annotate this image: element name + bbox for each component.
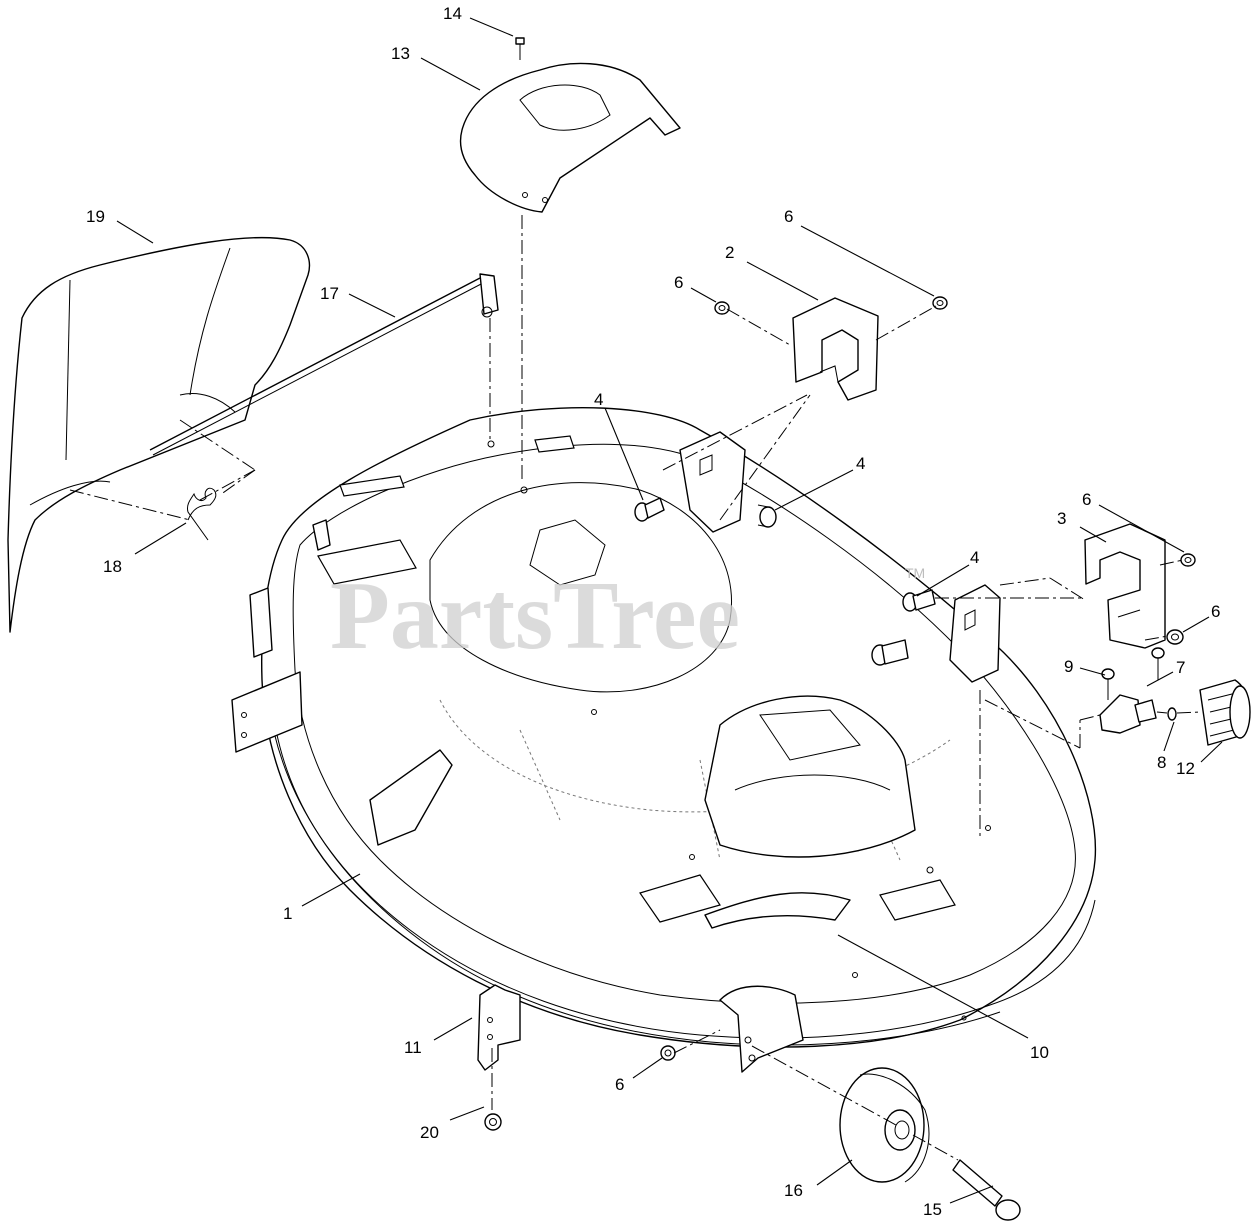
nut-20 (484, 1113, 502, 1131)
callout-4c: 4 (970, 548, 979, 567)
callout-10: 10 (1030, 1043, 1049, 1062)
decal-small (534, 435, 575, 453)
nut-6c (1180, 553, 1196, 567)
wheel-16 (839, 1067, 930, 1183)
pin-lower-right (871, 639, 909, 666)
bracket-2 (792, 297, 879, 401)
callout-6c: 6 (1082, 490, 1091, 509)
baffle (704, 892, 851, 929)
watermark-text: PartsTree (330, 562, 740, 670)
center-bracket-lower (949, 584, 1001, 683)
callout-19: 19 (86, 207, 105, 226)
watermark-trademark: TM (905, 565, 925, 581)
callout-18: 18 (103, 557, 122, 576)
nut-6b (932, 296, 948, 310)
callout-2: 2 (725, 243, 734, 262)
nut-6a (714, 301, 730, 315)
wheel-bracket (719, 985, 804, 1073)
screw-top (1151, 647, 1165, 680)
callout-8: 8 (1157, 753, 1166, 772)
pin-4a (634, 497, 665, 522)
callout-labels: 1 2 3 4 4 4 6 6 6 6 6 7 8 9 10 11 12 13 … (86, 4, 1220, 1219)
callout-6d: 6 (1211, 602, 1220, 621)
callout-12: 12 (1176, 759, 1195, 778)
callout-11: 11 (404, 1038, 422, 1057)
callout-3: 3 (1057, 509, 1066, 528)
callout-4b: 4 (856, 454, 865, 473)
callout-17: 17 (320, 284, 339, 303)
knob-12 (1199, 679, 1251, 746)
decal-stripe (339, 475, 405, 497)
screw-9 (1101, 668, 1115, 700)
belt-shield (459, 62, 681, 213)
deck-shell (231, 406, 1097, 1048)
callout-16: 16 (784, 1181, 803, 1200)
callout-6e: 6 (615, 1075, 624, 1094)
decal-left (317, 539, 417, 585)
pin-4b (757, 504, 777, 528)
callout-6a: 6 (674, 273, 683, 292)
callout-20: 20 (420, 1123, 439, 1142)
callout-6b: 6 (784, 207, 793, 226)
pivot-rod (149, 273, 499, 456)
callout-1: 1 (283, 904, 292, 923)
watermark: PartsTree TM (330, 562, 925, 670)
axle-bolt-15 (952, 1159, 1021, 1221)
callout-leaders (116, 17, 1223, 1204)
pulley-cover-right (704, 695, 916, 858)
front-bracket-11 (477, 984, 521, 1110)
assembly-lines (69, 215, 1201, 1161)
center-bracket-upper (679, 431, 746, 533)
callout-13: 13 (391, 44, 410, 63)
bracket-3 (1084, 523, 1166, 649)
decal-front-right (879, 879, 956, 921)
nut-6d (1166, 629, 1184, 645)
bolt (515, 37, 525, 60)
callout-14: 14 (443, 4, 462, 23)
decal-front-left (639, 874, 721, 923)
fitting-elbow (1099, 694, 1157, 734)
callout-15: 15 (923, 1200, 942, 1219)
callout-9: 9 (1064, 657, 1073, 676)
discharge-chute (7, 236, 311, 633)
nut-6e (660, 1045, 676, 1061)
callout-7: 7 (1176, 658, 1185, 677)
torsion-spring (187, 469, 256, 541)
washer-8 (1167, 707, 1177, 721)
callout-4a: 4 (594, 390, 603, 409)
